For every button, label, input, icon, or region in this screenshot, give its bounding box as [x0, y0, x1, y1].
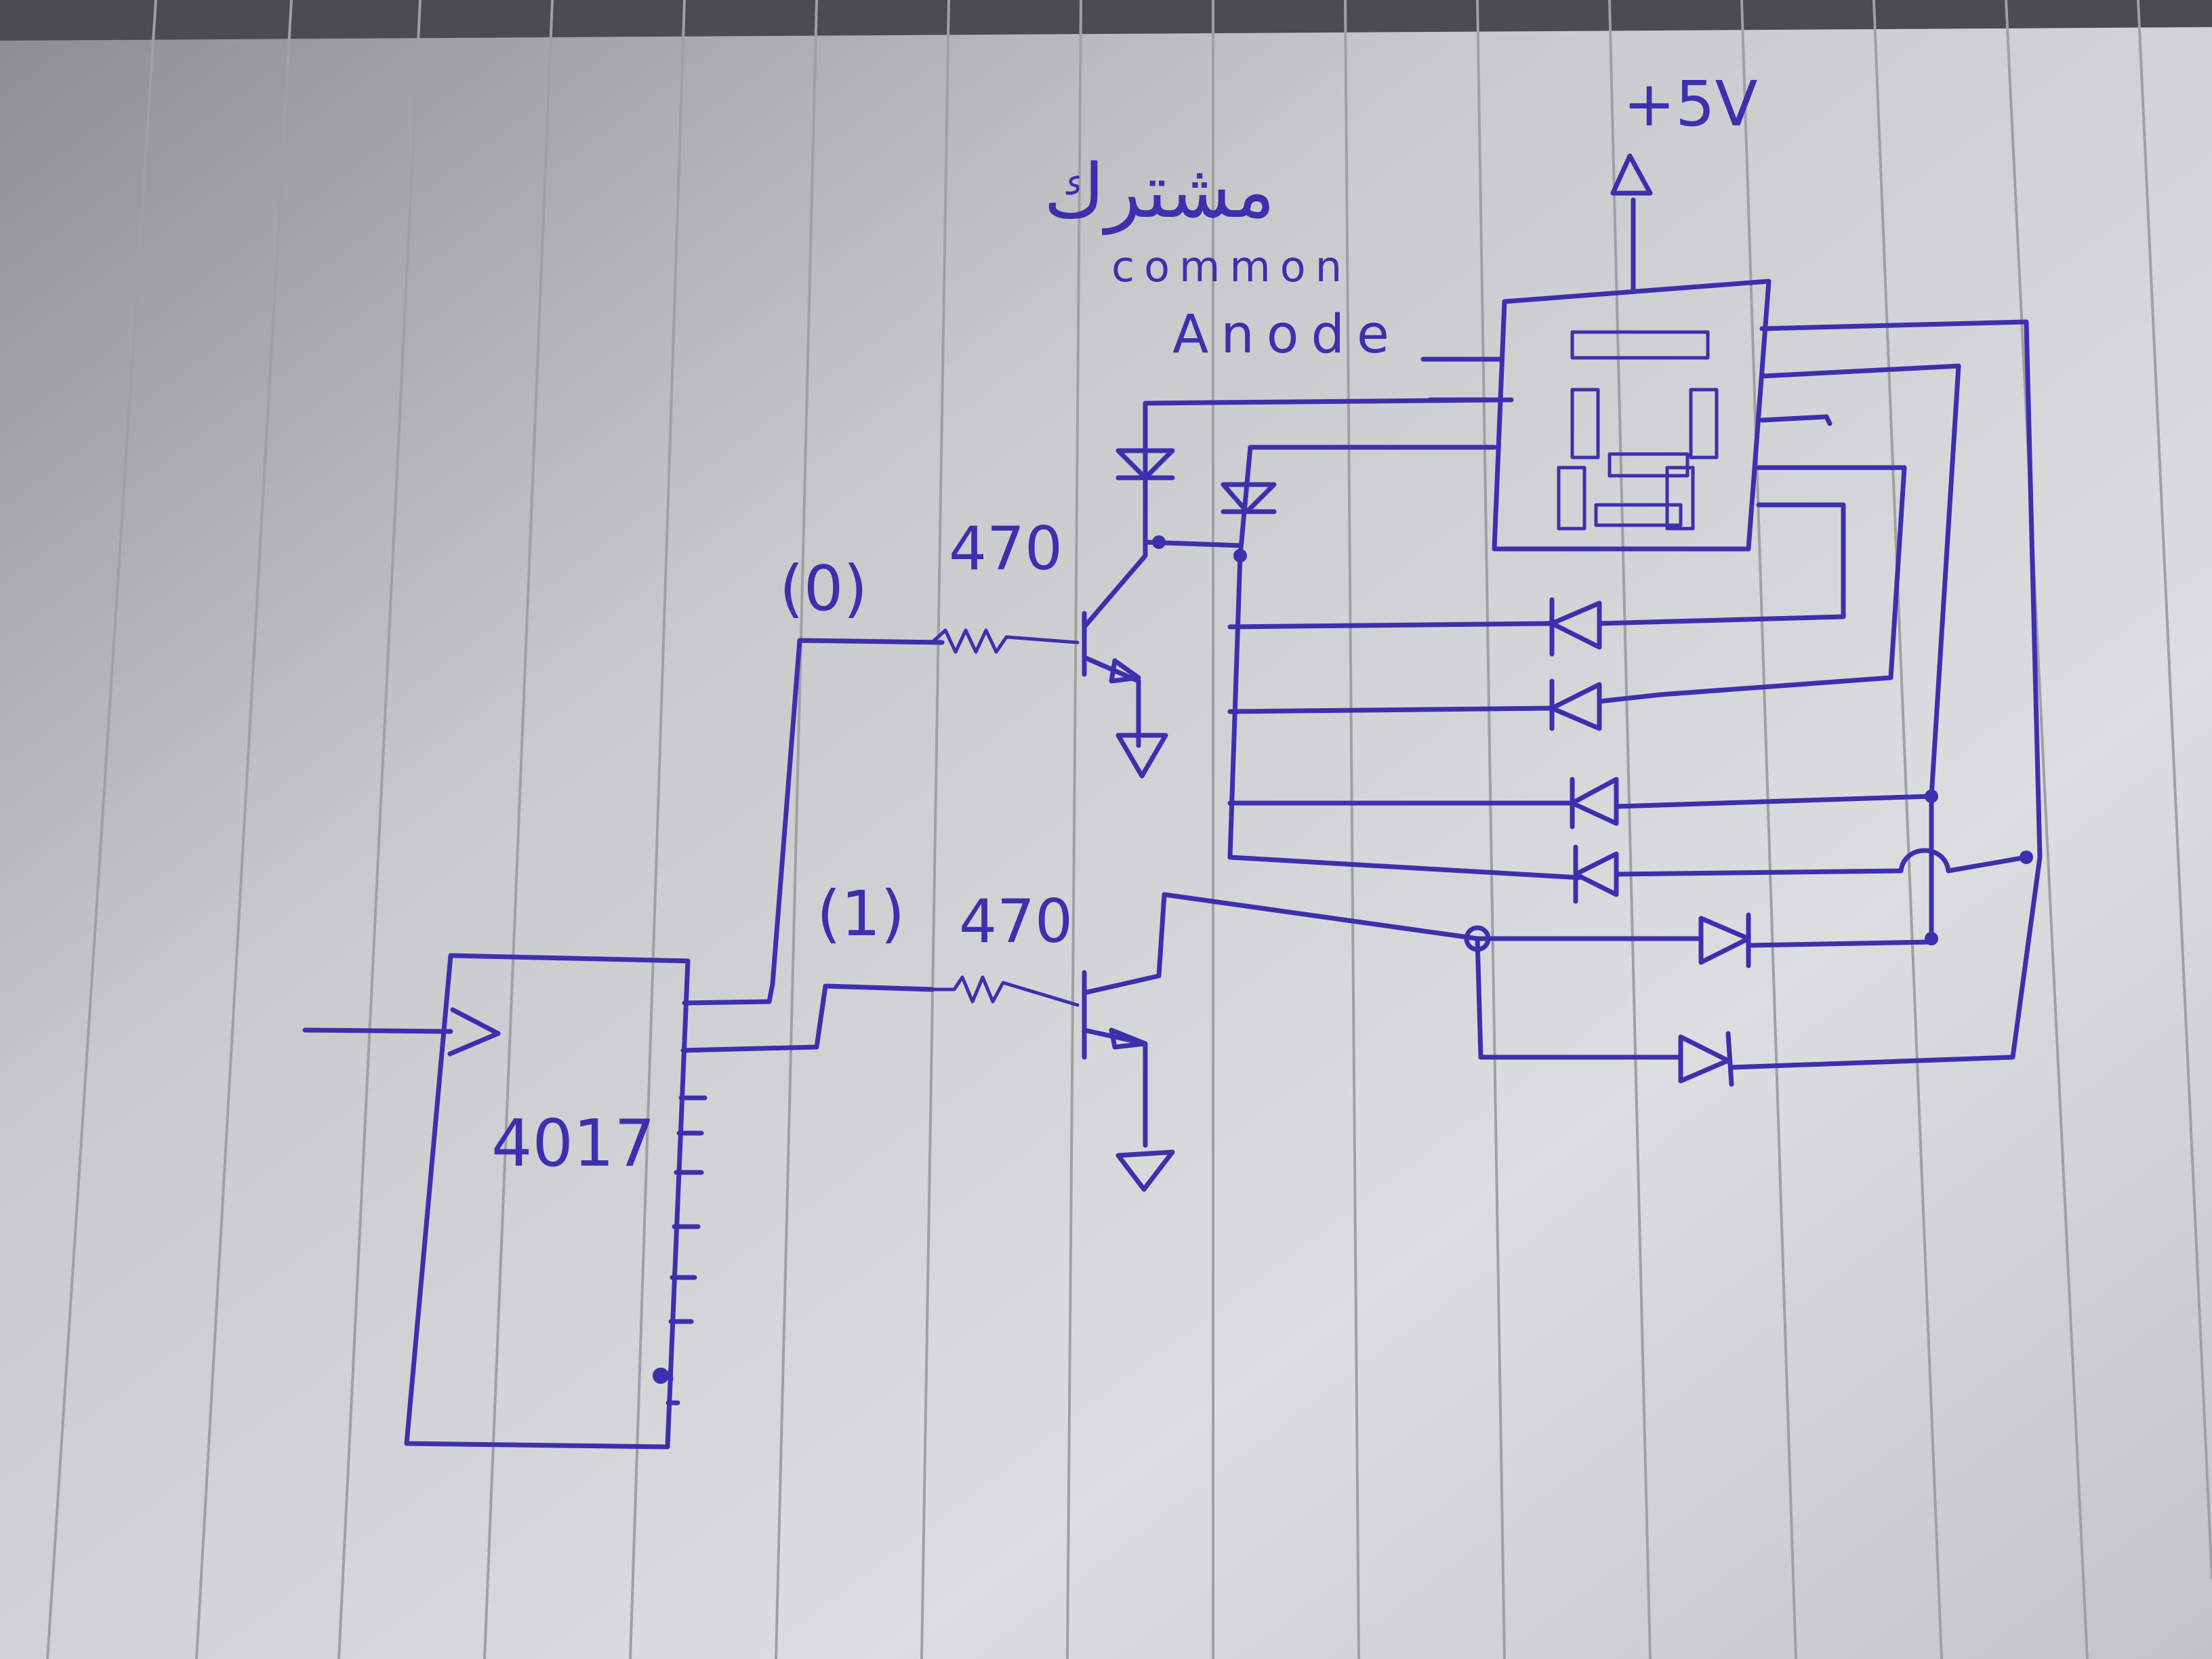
resistor-1-value: 470 — [959, 886, 1073, 956]
anode-diodes — [1115, 397, 1514, 860]
resistor-0-value: 470 — [949, 514, 1063, 583]
supply-label: +5V — [1623, 68, 1758, 140]
channel-1-label: (1) — [817, 878, 905, 950]
ic-label: 4017 — [491, 1107, 655, 1181]
ruled-lines — [46, 0, 2212, 1659]
display-type-line1: common — [1111, 242, 1351, 291]
resistor-1 — [930, 975, 1080, 1007]
channel-0-label: (0) — [779, 552, 867, 625]
segment-diodes — [1162, 319, 2043, 1087]
labels: +5V مشترك common Anode (0) 470 (1) 470 4… — [491, 68, 1758, 1181]
ic-4017 — [302, 953, 819, 1450]
arabic-note: مشترك — [1044, 148, 1275, 235]
signal-wires — [766, 638, 945, 1050]
transistor-1 — [1082, 892, 1175, 1192]
seven-segment-display — [1420, 153, 2029, 552]
resistor-0 — [930, 628, 1080, 654]
display-type-line2: Anode — [1172, 304, 1401, 365]
